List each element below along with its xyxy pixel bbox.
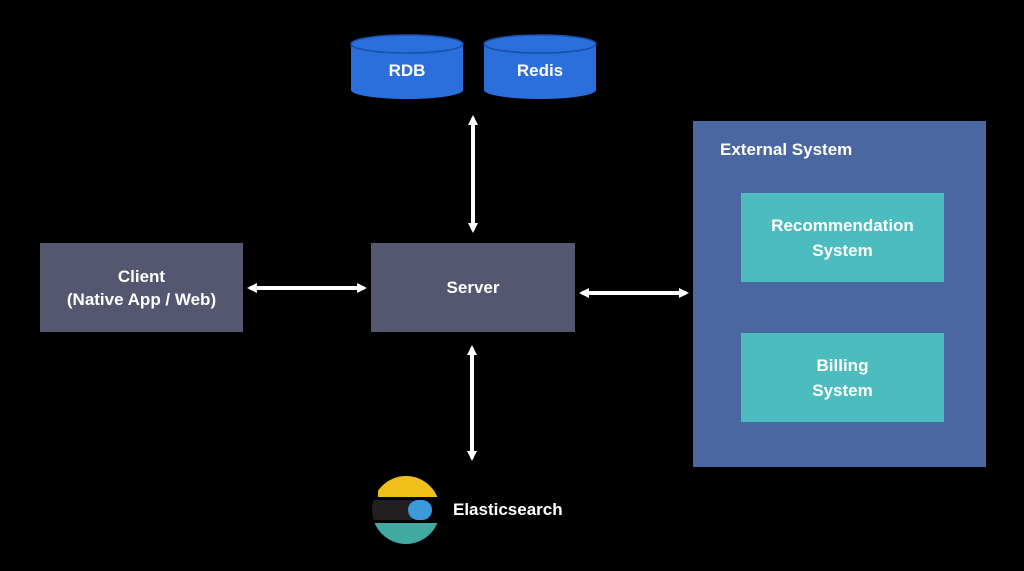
billing-system-node: Billing System	[741, 333, 944, 422]
redis-label: Redis	[516, 61, 564, 80]
rdb-label: RDB	[388, 61, 426, 80]
client-sublabel: (Native App / Web)	[66, 289, 217, 309]
server-node: Server	[371, 243, 575, 332]
external-system-group: External System Recommendation System Bi…	[693, 121, 986, 467]
billing-label-line2: System	[812, 380, 873, 400]
rdb-database-icon	[350, 34, 464, 99]
elasticsearch-label: Elasticsearch	[453, 500, 563, 519]
recommendation-system-node: Recommendation System	[741, 193, 944, 282]
recommendation-label-line2: System	[812, 240, 873, 260]
server-label: Server	[446, 277, 500, 297]
client-node: Client (Native App / Web)	[40, 243, 243, 332]
elasticsearch-logo-icon	[372, 476, 440, 544]
billing-label-line1: Billing	[816, 355, 869, 375]
client-label: Client	[117, 266, 166, 286]
recommendation-label-line1: Recommendation	[771, 215, 914, 235]
external-system-title: External System	[720, 140, 853, 159]
redis-database-icon	[483, 34, 597, 99]
